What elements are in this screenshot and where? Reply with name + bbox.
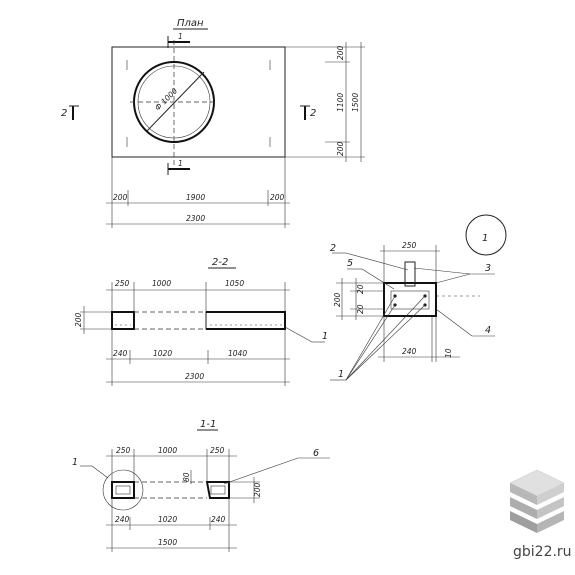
- plan-dim-left-200: 200: [113, 193, 128, 202]
- d1-dim-bottom-240: 240: [402, 347, 417, 356]
- detail-1: 1 250 200 20 20 2 5 3: [330, 214, 507, 381]
- section-1-1-title: 1-1: [200, 419, 216, 430]
- s11-dim-top-250a: 250: [116, 446, 131, 455]
- d1-callout-1: 1: [338, 369, 344, 380]
- s22-dim-top-250: 250: [115, 279, 130, 288]
- plan-dim-right-200-bottom: 200: [336, 141, 345, 156]
- watermark-logo: gbi22.ru: [509, 469, 572, 560]
- d1-callout-5: 5: [347, 258, 353, 269]
- plan-view: План 1 Ф 1000 1 2 2: [61, 18, 365, 228]
- d1-dim-left-20b: 20: [356, 304, 365, 314]
- detail-1-circle-label: 1: [482, 233, 488, 244]
- plan-section-mark-1-bottom: 1: [178, 159, 183, 168]
- s22-callout-1: 1: [322, 331, 328, 342]
- s11-dim-mid-80: 80: [182, 472, 191, 482]
- d1-callout-4: 4: [485, 325, 491, 336]
- plan-dim-right-200-top: 200: [336, 45, 345, 60]
- detail-1-circle: [465, 214, 507, 256]
- s22-dim-bottom-1020: 1020: [153, 349, 172, 358]
- d1-dim-bottom-10: 10: [444, 348, 453, 358]
- plan-slab-outline: [111, 46, 286, 158]
- plan-title: План: [177, 18, 204, 29]
- d1-callout-3: 3: [485, 263, 491, 274]
- s11-callout-6: 6: [313, 448, 319, 459]
- plan-diameter-label: Ф 1000: [153, 86, 179, 112]
- d1-dim-left-200: 200: [333, 292, 342, 307]
- d1-dim-left-20a: 20: [356, 284, 365, 294]
- s22-dim-bottom-240: 240: [113, 349, 128, 358]
- section-2-2-title: 2-2: [212, 257, 228, 268]
- watermark-text: gbi22.ru: [513, 544, 572, 560]
- s11-callout-1: 1: [72, 457, 78, 468]
- section-1-1: 1-1 250 1000 250 80 200 1 6: [72, 419, 330, 552]
- s22-dim-total-2300: 2300: [185, 372, 204, 381]
- s11-dim-bottom-240b: 240: [211, 515, 226, 524]
- plan-dim-1900: 1900: [186, 193, 205, 202]
- s11-dim-total-1500: 1500: [158, 538, 177, 547]
- s11-dim-bottom-1020: 1020: [158, 515, 177, 524]
- plan-dim-right-200: 200: [270, 193, 285, 202]
- plan-section-mark-2-left: 2: [61, 108, 67, 119]
- s22-dim-bottom-1040: 1040: [228, 349, 247, 358]
- s11-dim-top-250b: 250: [210, 446, 225, 455]
- plan-dim-2300: 2300: [186, 214, 205, 223]
- s11-dim-top-1000: 1000: [158, 446, 177, 455]
- plan-dim-1500: 1500: [351, 93, 360, 112]
- d1-dim-top-250: 250: [402, 241, 417, 250]
- s22-dim-left-200: 200: [74, 312, 83, 327]
- d1-callout-2: 2: [330, 243, 336, 254]
- s22-dim-top-1050: 1050: [225, 279, 244, 288]
- s22-dim-top-1000: 1000: [152, 279, 171, 288]
- s11-dim-bottom-240a: 240: [115, 515, 130, 524]
- plan-dim-1100: 1100: [336, 93, 345, 112]
- s11-dim-right-200: 200: [253, 482, 262, 497]
- plan-section-mark-1-top: 1: [178, 32, 183, 41]
- plan-section-mark-2-right: 2: [310, 108, 316, 119]
- section-2-2: 2-2 250 1000 1050 200 1 240: [74, 257, 328, 386]
